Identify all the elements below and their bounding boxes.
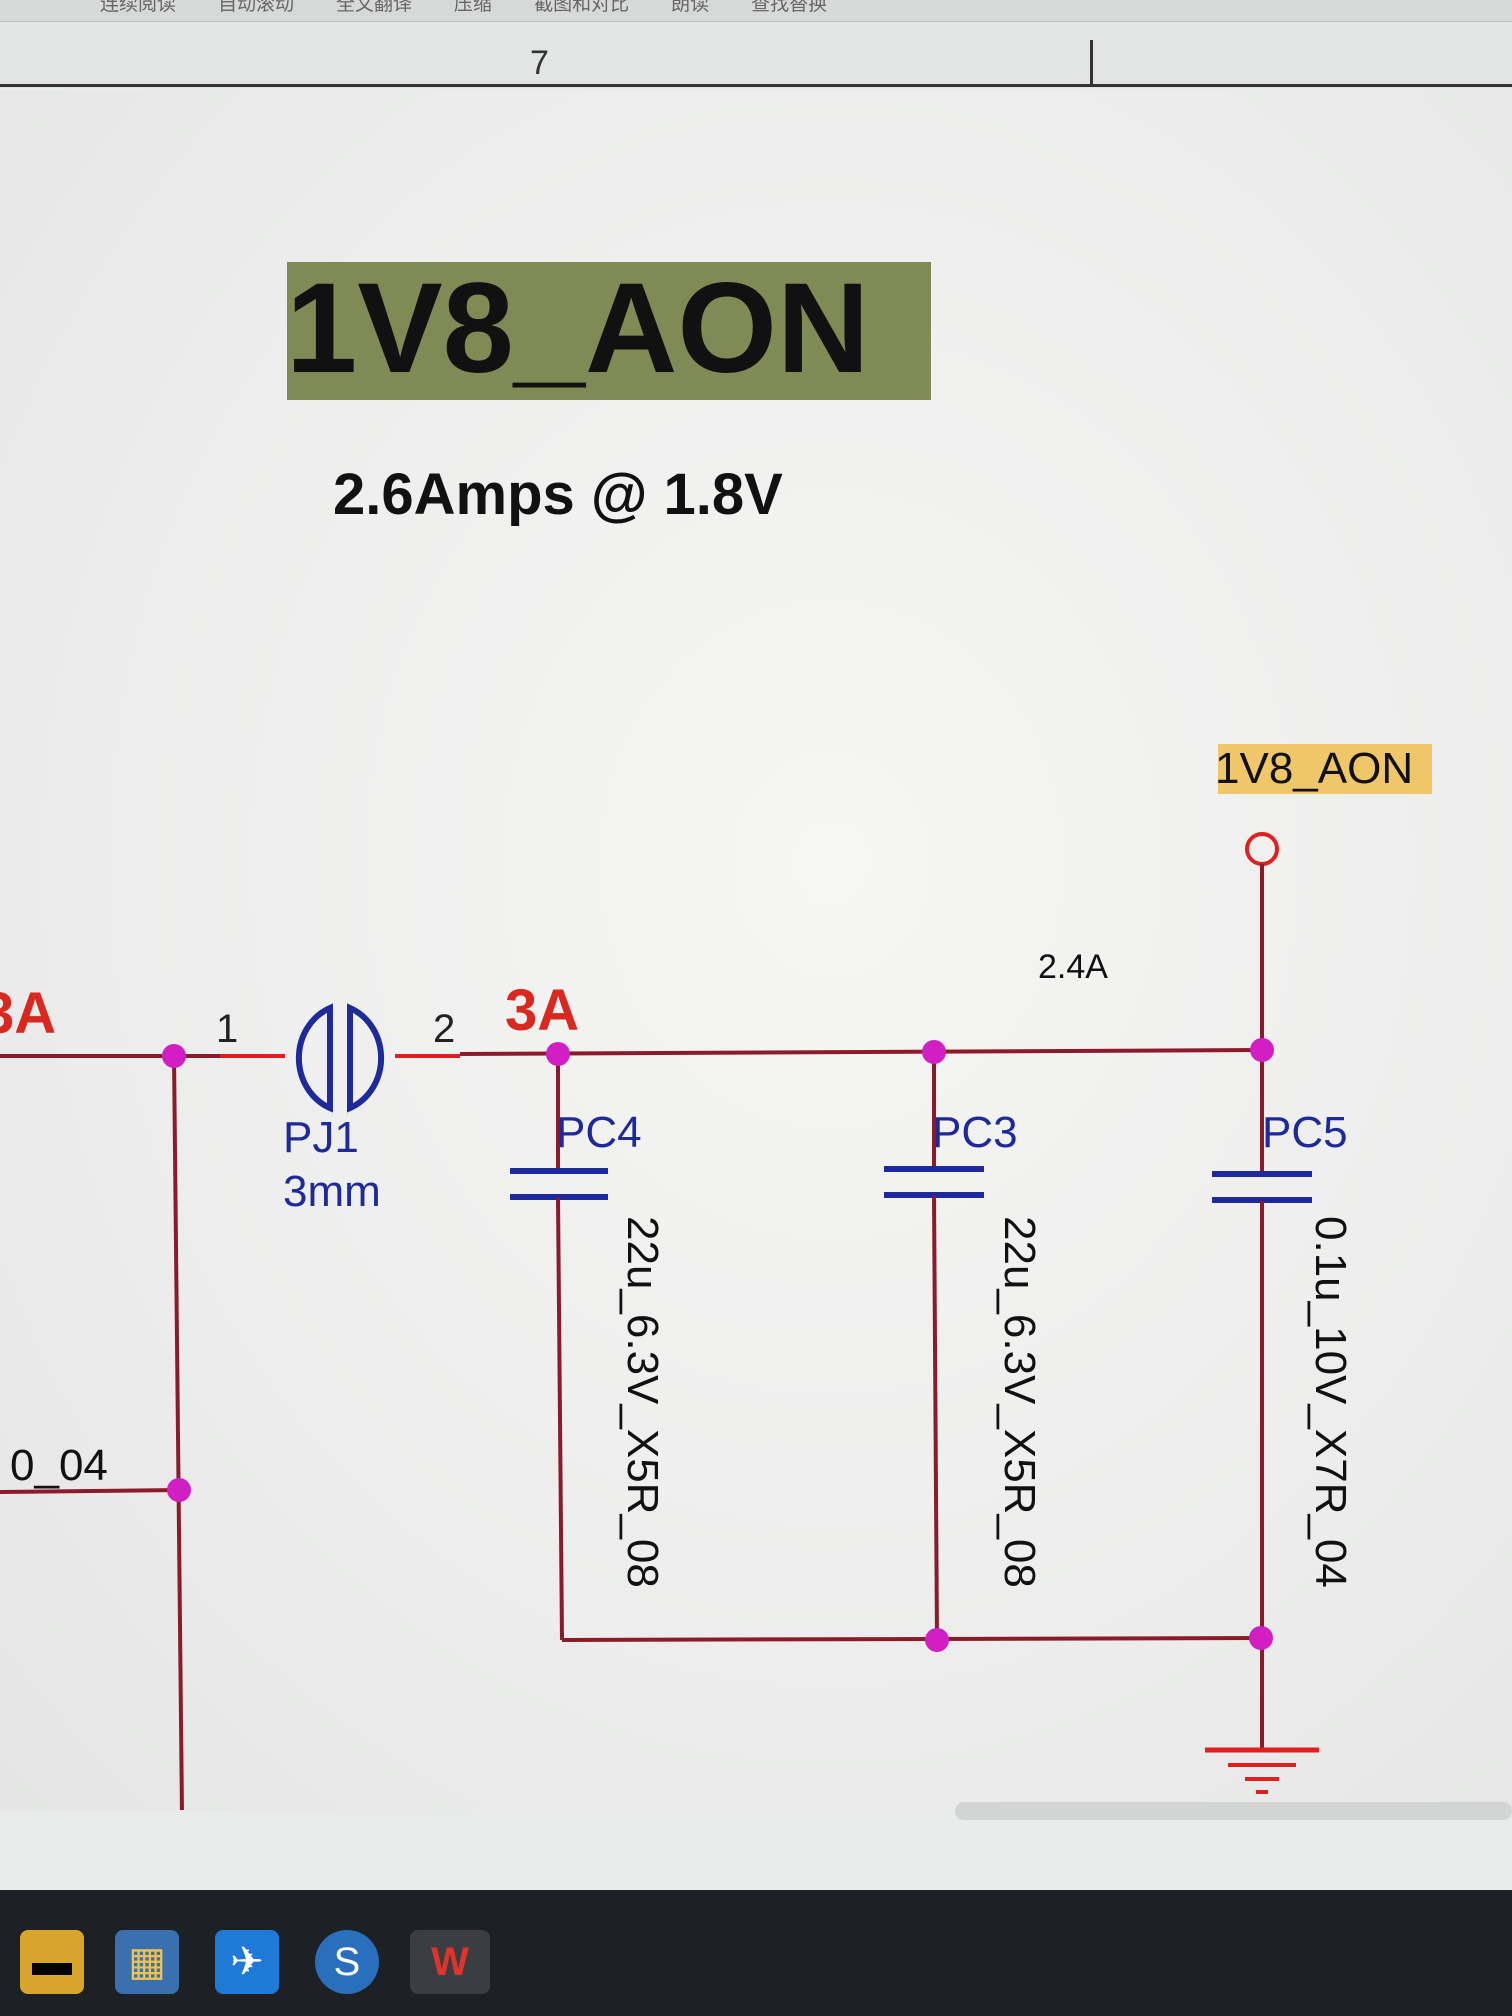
pc3-bottom-wire [932, 1195, 939, 1641]
junction-dot [1249, 1626, 1273, 1650]
reader-toolbar: 连续阅读 自动滚动 全文翻译 压缩 截图和对比 朗读 查找替换 [0, 0, 1512, 22]
left-vertical-wire [172, 1055, 184, 1816]
rail-label: 1V8_AON [1215, 744, 1413, 793]
file-explorer-icon[interactable]: ▬ [20, 1930, 84, 1994]
toolbar-item-auto-scroll[interactable]: 自动滚动 [218, 0, 295, 15]
bird-app-icon[interactable]: ✈ [215, 1930, 279, 1994]
ground-bus-wire [561, 1636, 1263, 1642]
junction-dot [167, 1478, 191, 1502]
document-canvas[interactable]: 1V8_AON 2.6Amps @ 1.8V 1V8_AON 0_04 1 2 … [0, 90, 1512, 1816]
pin2-label: 2 [433, 1007, 455, 1051]
schematic-drawing: 1V8_AON 2.6Amps @ 1.8V 1V8_AON 0_04 1 2 … [0, 257, 1432, 1816]
wps-icon[interactable]: W [410, 1930, 490, 1994]
output-current-label: 3A [505, 978, 579, 1043]
pc4-ref: PC4 [556, 1108, 642, 1157]
rail-label-background [1218, 744, 1432, 794]
junction-dot [546, 1042, 570, 1066]
horizontal-scrollbar[interactable] [955, 1802, 1512, 1820]
pc5-ref: PC5 [1262, 1108, 1348, 1157]
net-title-background [287, 262, 931, 400]
output-wire [459, 1048, 1263, 1056]
left-branch-wire [0, 1488, 181, 1494]
browser-icon[interactable]: S [315, 1930, 379, 1994]
toolbar-item-continuous-read[interactable]: 连续阅读 [100, 0, 177, 15]
toolbar-item-find-replace[interactable]: 查找替换 [751, 0, 828, 15]
jumper-ref: PJ1 [283, 1113, 359, 1162]
page-ruler: 7 [0, 22, 1512, 88]
rail-current-label: 2.4A [1038, 948, 1108, 986]
power-port-circle [1245, 832, 1279, 866]
taskbar: ▬ ▦ ✈ S W [0, 1890, 1512, 2016]
pc4-bottom-wire [556, 1197, 564, 1641]
pin1-label: 1 [216, 1007, 238, 1051]
toolbar-item-read-aloud[interactable]: 朗读 [671, 0, 710, 15]
jumper-left-half [295, 1003, 333, 1113]
pc5-value: 0.1u_10V_X7R_04 [1306, 1216, 1355, 1588]
jumper-value: 3mm [283, 1167, 381, 1216]
left-net-label: 0_04 [10, 1441, 108, 1490]
pc3-value: 22u_6.3V_X5R_08 [995, 1216, 1044, 1588]
toolbar-item-compress[interactable]: 压缩 [454, 0, 493, 15]
ruler-tick [1090, 40, 1093, 86]
input-current-label: 3A [0, 981, 56, 1046]
pc4-value: 22u_6.3V_X5R_08 [618, 1216, 667, 1588]
junction-dot [922, 1040, 946, 1064]
jumper-right-half [347, 1003, 385, 1113]
toolbar-item-screenshot-compare[interactable]: 截图和对比 [534, 0, 630, 15]
pc3-ref: PC3 [932, 1108, 1018, 1157]
junction-dot [1250, 1038, 1274, 1062]
toolbar-item-translate[interactable]: 全文翻译 [336, 0, 413, 15]
junction-dot [925, 1628, 949, 1652]
store-icon[interactable]: ▦ [115, 1930, 179, 1994]
current-spec-subtitle: 2.6Amps @ 1.8V [333, 462, 783, 527]
page-number: 7 [530, 44, 549, 82]
ruler-line [0, 84, 1512, 87]
junction-dot [162, 1044, 186, 1068]
net-title: 1V8_AON [286, 257, 869, 400]
